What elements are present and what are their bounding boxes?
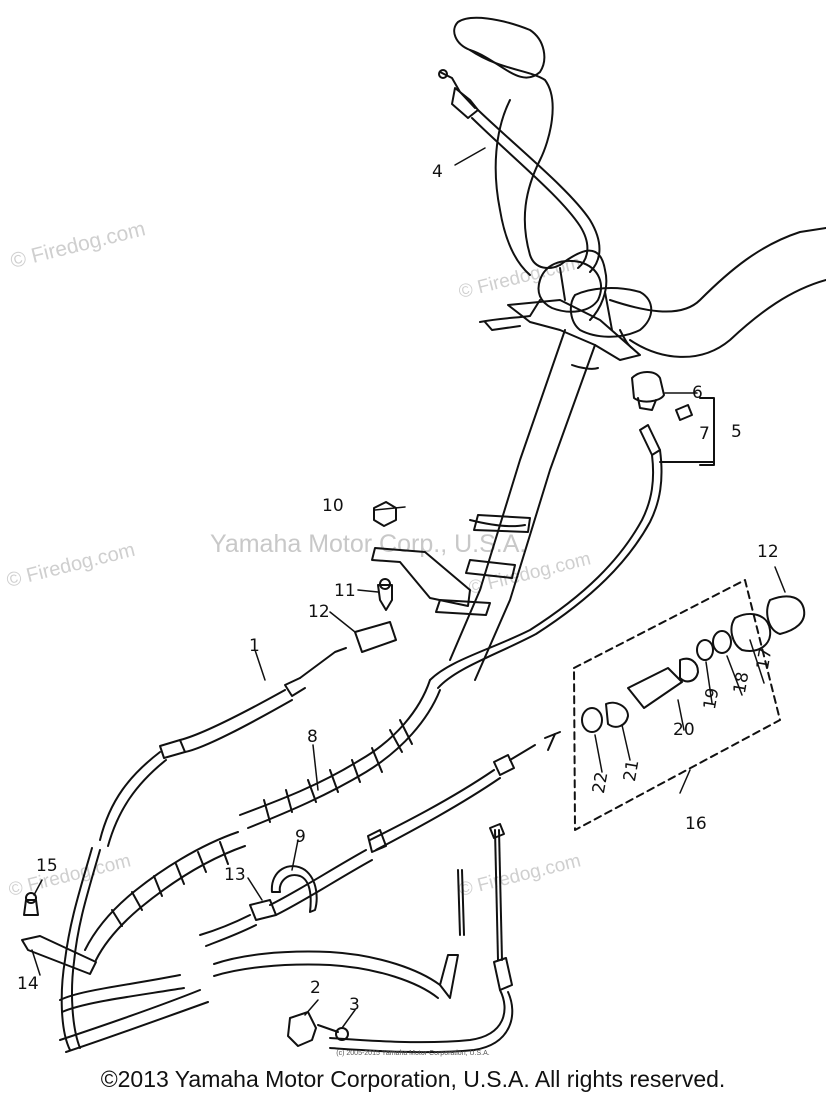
cable-13 [199,731,561,947]
cable-4 [438,69,601,273]
throttle-housing [479,260,653,338]
lower-cable [59,950,459,1053]
steering-column [435,329,599,681]
assembly-parts [581,595,806,733]
yamaha-watermark: Yamaha Motor Corp., U.S.A. [210,530,527,558]
callout-1: 1 [249,636,260,656]
callout-13: 13 [224,865,246,885]
callout-16: 16 [685,814,707,834]
callout-22: 22 [589,770,613,796]
callout-21: 21 [620,758,644,784]
cable-8-wrap [84,679,441,961]
callout-17: 17 [753,646,777,672]
handlebar-bracket [507,299,641,361]
handlebar [453,16,826,358]
footer-copyright: ©2013 Yamaha Motor Corporation, U.S.A. A… [100,1066,726,1092]
callout-20: 20 [673,720,695,740]
bolt-11 [377,578,393,611]
pin-7 [675,404,693,421]
cable-1 [60,647,347,1051]
callout-3: 3 [349,995,360,1015]
callout-19: 19 [700,686,724,712]
screw-15 [23,892,39,916]
knob-6 [631,371,665,411]
callout-6: 6 [692,383,703,403]
plate-14 [21,935,97,975]
fine-print-copyright: (c) 2005-2015 Yamaha Motor Corporation, … [336,1050,490,1057]
callout-18: 18 [730,670,754,696]
assembly-16-outline [573,579,781,831]
bracket-5 [659,397,715,466]
callout-14: 14 [17,974,39,994]
cable-5 [429,424,663,689]
callout-11: 11 [334,581,356,601]
callout-8: 8 [307,727,318,747]
callout-12-left: 12 [308,602,330,622]
fitting-12-left [354,621,397,653]
clamp-2 [287,1011,317,1047]
callout-2: 2 [310,978,321,998]
leader-lines [31,147,786,1029]
callout-12-right: 12 [757,542,779,562]
callout-10: 10 [322,496,344,516]
callout-9: 9 [295,827,306,847]
callout-15: 15 [36,856,58,876]
lower-bracket [371,547,471,607]
callout-5: 5 [731,422,742,442]
callout-4: 4 [432,162,443,182]
callout-7: 7 [699,424,710,444]
nut-10 [373,501,397,527]
right-cables [329,823,514,1054]
